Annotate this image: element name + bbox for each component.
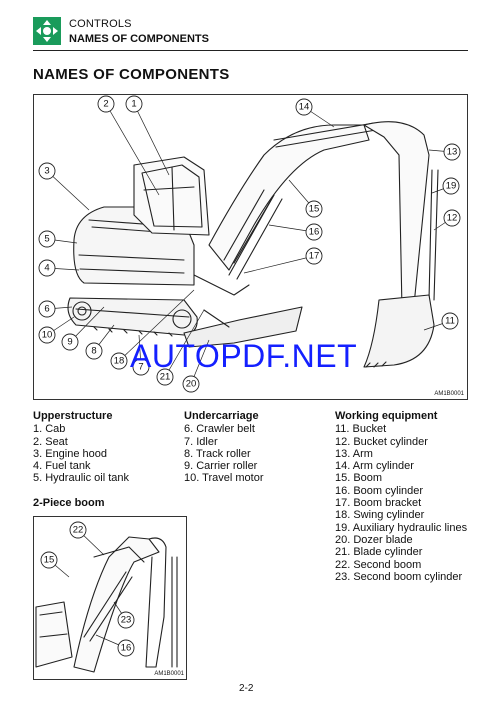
list-item: 14. Arm cylinder <box>335 460 414 473</box>
svg-text:22: 22 <box>73 525 84 536</box>
callout-21: 21 <box>156 309 205 386</box>
svg-text:12: 12 <box>447 213 458 224</box>
list-item: 8. Track roller <box>184 447 251 460</box>
figure-id: AM1B0001 <box>434 391 464 397</box>
undercarriage-list: Undercarriage 6. Crawler belt 7. Idler 8… <box>184 410 263 485</box>
svg-text:15: 15 <box>309 204 320 215</box>
svg-text:16: 16 <box>309 227 320 238</box>
list-item: 22. Second boom <box>335 558 422 571</box>
excavator-drawing: 1 2 3 4 5 6 7 8 9 10 11 12 13 14 15 16 1… <box>38 95 461 393</box>
callout-2: 2 <box>97 95 160 196</box>
callout-14: 14 <box>295 98 335 128</box>
svg-text:8: 8 <box>91 346 96 357</box>
callout-6: 6 <box>38 300 73 318</box>
svg-text:23: 23 <box>121 615 132 626</box>
watermark-text: AUTOPDF.NET <box>130 338 358 374</box>
svg-text:3: 3 <box>44 166 49 177</box>
boom-callouts: 22 15 23 16 <box>40 521 135 657</box>
svg-text:17: 17 <box>309 251 320 262</box>
callout-16: 16 <box>95 634 135 657</box>
svg-text:20: 20 <box>186 379 197 390</box>
svg-text:5: 5 <box>44 234 49 245</box>
callout-15: 15 <box>288 179 323 218</box>
callout-16: 16 <box>268 223 323 241</box>
svg-text:7: 7 <box>138 362 143 373</box>
svg-text:11: 11 <box>445 316 455 327</box>
callout-8: 8 <box>85 324 115 360</box>
svg-text:21: 21 <box>160 372 171 383</box>
list-item: 21. Blade cylinder <box>335 546 423 559</box>
callout-19: 19 <box>431 177 460 195</box>
list-item: 1. Cab <box>33 423 66 436</box>
callout-22: 22 <box>69 521 105 556</box>
callout-13: 13 <box>428 143 461 161</box>
list-item: 5. Hydraulic oil tank <box>33 472 129 485</box>
callout-18: 18 <box>110 289 195 370</box>
header-section: CONTROLS <box>69 18 132 30</box>
page-number: 2-2 <box>239 683 254 694</box>
svg-text:1: 1 <box>131 99 136 110</box>
svg-text:15: 15 <box>44 555 55 566</box>
page-title: NAMES OF COMPONENTS <box>33 66 230 83</box>
callout-20: 20 <box>182 339 210 393</box>
svg-text:9: 9 <box>67 337 72 348</box>
list-item: 20. Dozer blade <box>335 533 413 546</box>
list-item: 7. Idler <box>184 435 218 448</box>
svg-text:19: 19 <box>446 181 457 192</box>
callout-17: 17 <box>243 247 323 274</box>
svg-text:18: 18 <box>114 356 125 367</box>
callout-5: 5 <box>38 230 78 248</box>
svg-text:10: 10 <box>42 330 53 341</box>
callout-4: 4 <box>38 259 80 277</box>
callout-23: 23 <box>113 601 135 629</box>
callout-10: 10 <box>38 316 75 344</box>
callout-1: 1 <box>125 95 170 176</box>
callout-15: 15 <box>40 551 70 578</box>
two-piece-boom-figure: 22 15 23 16 AM1B0001 <box>33 516 187 680</box>
list-item: 10. Travel motor <box>184 472 264 485</box>
header-title: NAMES OF COMPONENTS <box>69 33 209 45</box>
list-item: 17. Boom bracket <box>335 497 422 510</box>
list-item: 6. Crawler belt <box>184 423 255 436</box>
boom-section-heading: 2-Piece boom <box>33 497 105 509</box>
list-item: 9. Carrier roller <box>184 460 258 473</box>
upperstructure-list: Upperstructure 1. Cab 2. Seat 3. Engine … <box>33 410 129 485</box>
list-item: 18. Swing cylinder <box>335 509 425 522</box>
callout-11: 11 <box>423 312 459 331</box>
callout-group: 1 2 3 4 5 6 7 8 9 10 11 12 13 14 15 16 1… <box>38 95 461 393</box>
svg-text:6: 6 <box>44 304 49 315</box>
list-item: 16. Boom cylinder <box>335 484 424 497</box>
svg-text:16: 16 <box>121 643 132 654</box>
list-item: 11. Bucket <box>335 423 387 436</box>
header-divider <box>33 50 468 51</box>
list-item: 2. Seat <box>33 435 68 448</box>
list-item: 15. Boom <box>335 472 383 485</box>
working-equipment-heading: Working equipment <box>335 410 438 422</box>
callout-7: 7 <box>132 334 150 376</box>
boom-figure-id: AM1B0001 <box>154 671 184 677</box>
upperstructure-heading: Upperstructure <box>33 410 113 422</box>
callout-9: 9 <box>61 306 105 351</box>
list-item: 4. Fuel tank <box>33 460 91 473</box>
svg-text:2: 2 <box>103 99 108 110</box>
svg-text:4: 4 <box>44 263 49 274</box>
list-item: 3. Engine hood <box>33 447 108 460</box>
list-item: 12. Bucket cylinder <box>335 435 428 448</box>
list-item: 13. Arm <box>335 447 373 460</box>
svg-text:14: 14 <box>299 102 310 113</box>
list-item: 23. Second boom cylinder <box>335 570 463 583</box>
controls-arrows-icon <box>33 17 61 45</box>
list-item: 19. Auxiliary hydraulic lines <box>335 521 468 534</box>
excavator-figure: 1 2 3 4 5 6 7 8 9 10 11 12 13 14 15 16 1… <box>33 94 468 400</box>
boom-drawing: 22 15 23 16 <box>35 521 178 673</box>
callout-12: 12 <box>433 209 461 231</box>
working-equipment-list: Working equipment 11. Bucket 12. Bucket … <box>335 410 467 583</box>
svg-text:13: 13 <box>447 147 458 158</box>
undercarriage-heading: Undercarriage <box>184 410 259 422</box>
callout-3: 3 <box>38 162 90 211</box>
